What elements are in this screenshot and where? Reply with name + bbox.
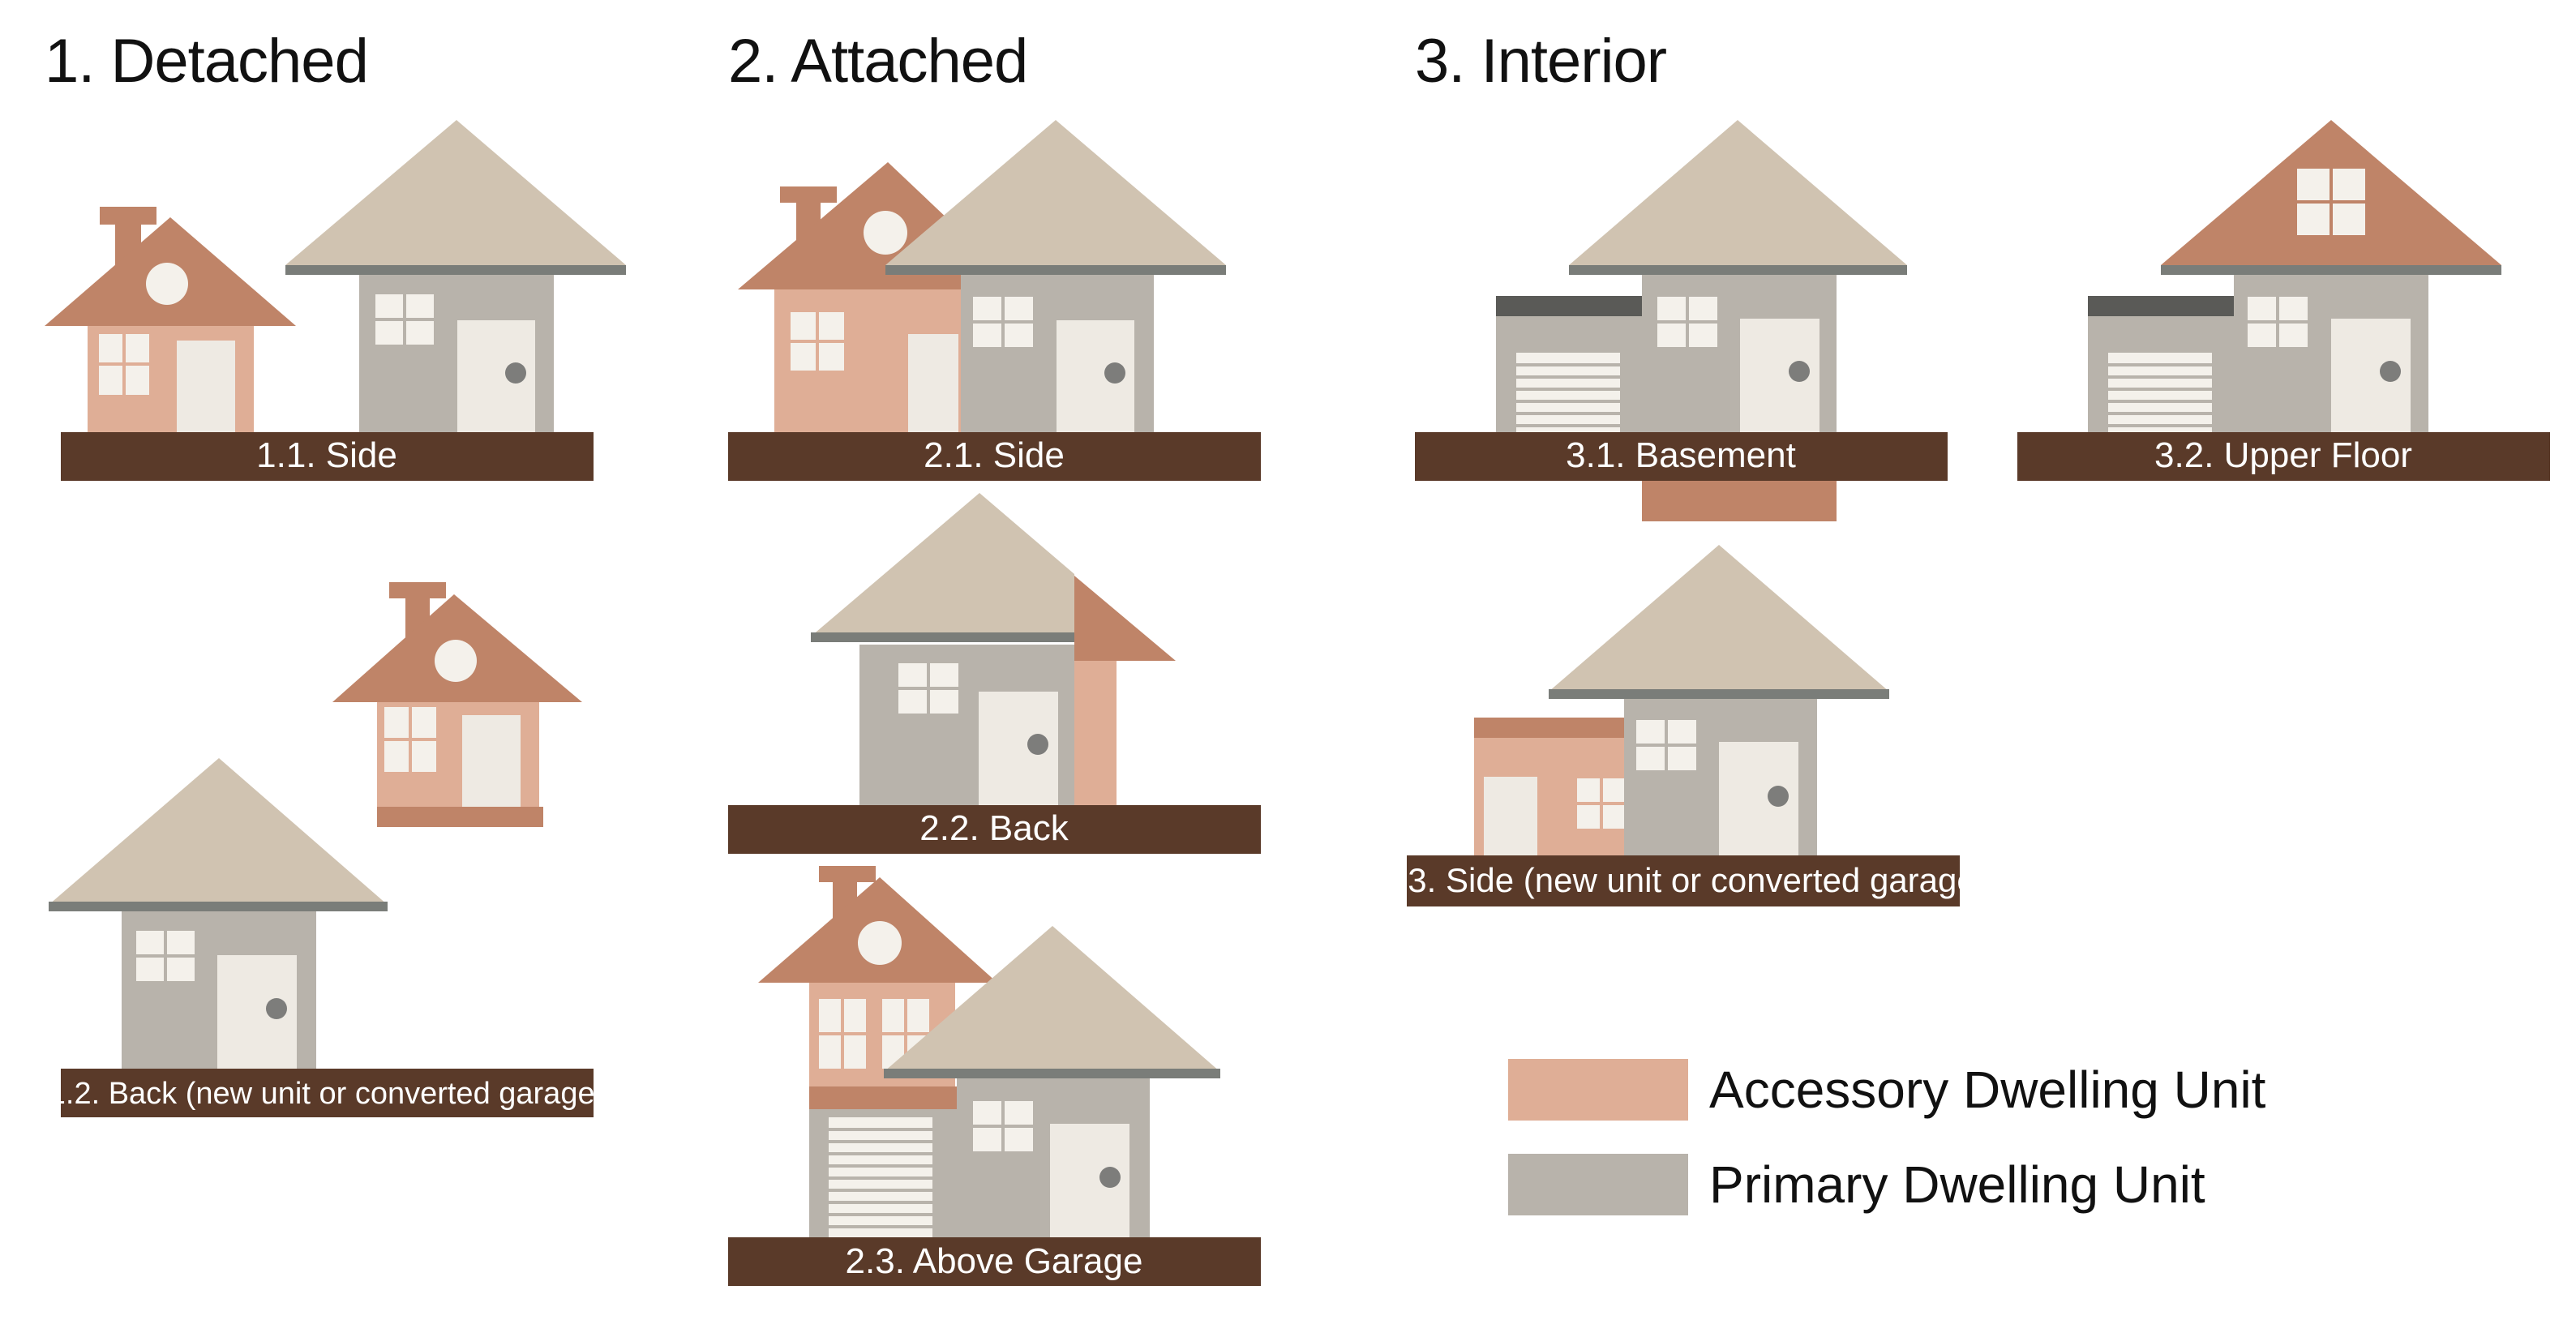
ground-strip: [61, 432, 594, 481]
window-icon: [99, 334, 149, 395]
diagram-detached-back: 1.2. Back (new unit or converted garage): [49, 582, 606, 1117]
adu-house: [45, 207, 296, 434]
window-icon: [1657, 297, 1717, 347]
window-icon: [384, 707, 436, 772]
garage: [1496, 296, 1644, 434]
ground-strip: [728, 805, 1261, 854]
window-icon: [973, 297, 1033, 347]
garage-door-icon: [829, 1117, 932, 1239]
ground-strip: [1415, 432, 1948, 481]
primary-house: [1569, 120, 1907, 434]
label-2-1: 2.1. Side: [924, 435, 1065, 475]
window-icon: [1577, 778, 1626, 829]
primary-house: [1549, 545, 1889, 855]
legend-label-primary: Primary Dwelling Unit: [1709, 1155, 2205, 1214]
window-icon: [973, 1101, 1033, 1151]
legend-label-accessory: Accessory Dwelling Unit: [1709, 1061, 2266, 1119]
heading-attached: 2. Attached: [728, 27, 1028, 96]
diagram-attached-side: 2.1. Side: [728, 120, 1261, 481]
ground-strip: [61, 1069, 594, 1117]
label-2-3: 2.3. Above Garage: [846, 1241, 1143, 1281]
diagram-interior-upper-floor: 3.2. Upper Floor: [2017, 120, 2550, 481]
adu-back-extension: [1074, 576, 1176, 807]
garage-door-icon: [2108, 353, 2212, 434]
window-icon: [819, 999, 866, 1069]
diagram-detached-side: 1.1. Side: [45, 120, 626, 481]
label-1-2: 1.2. Back (new unit or converted garage): [49, 1077, 606, 1111]
door: [908, 334, 958, 434]
window-icon: [898, 663, 958, 714]
primary-house: [811, 493, 1074, 807]
heading-interior: 3. Interior: [1415, 27, 1667, 96]
primary-house: [2161, 120, 2501, 434]
adu-above-garage: [758, 866, 997, 1109]
diagram-interior-side: 3.3. Side (new unit or converted garage): [1379, 545, 1987, 906]
window-icon: [1636, 720, 1696, 770]
adu-house: [332, 582, 582, 827]
adu-house: [738, 162, 965, 434]
legend-swatch-primary: [1508, 1154, 1688, 1215]
primary-house: [285, 120, 626, 434]
ground-strip: [728, 1237, 1261, 1286]
garage-door-icon: [1516, 353, 1620, 434]
adu-side-unit: [1474, 718, 1626, 855]
label-1-1: 1.1. Side: [256, 435, 397, 475]
window-icon: [375, 294, 434, 345]
ground-strip: [728, 432, 1261, 481]
primary-house: [884, 926, 1220, 1239]
window-icon: [136, 931, 195, 981]
ground-strip: [2017, 432, 2550, 481]
door: [462, 715, 521, 807]
ground-strip: [1407, 855, 1960, 906]
door: [177, 341, 235, 434]
window-icon: [2297, 169, 2365, 235]
garage: [2088, 296, 2235, 434]
door: [1484, 777, 1537, 855]
diagram-attached-above-garage: 2.3. Above Garage: [728, 866, 1261, 1286]
window-icon: [791, 312, 844, 371]
garage: [809, 1109, 958, 1239]
label-3-2: 3.2. Upper Floor: [2154, 435, 2412, 475]
diagram-interior-basement: 3.1. Basement: [1415, 120, 1948, 521]
legend-swatch-accessory: [1508, 1059, 1688, 1121]
label-3-3: 3.3. Side (new unit or converted garage): [1379, 861, 1987, 899]
primary-house: [885, 120, 1226, 434]
label-3-1: 3.1. Basement: [1566, 435, 1796, 475]
basement-unit: [1642, 481, 1837, 521]
window-icon: [2248, 297, 2308, 347]
diagram-attached-back: 2.2. Back: [728, 493, 1261, 854]
label-2-2: 2.2. Back: [919, 808, 1069, 848]
primary-house: [49, 758, 388, 1069]
heading-detached: 1. Detached: [45, 27, 369, 96]
